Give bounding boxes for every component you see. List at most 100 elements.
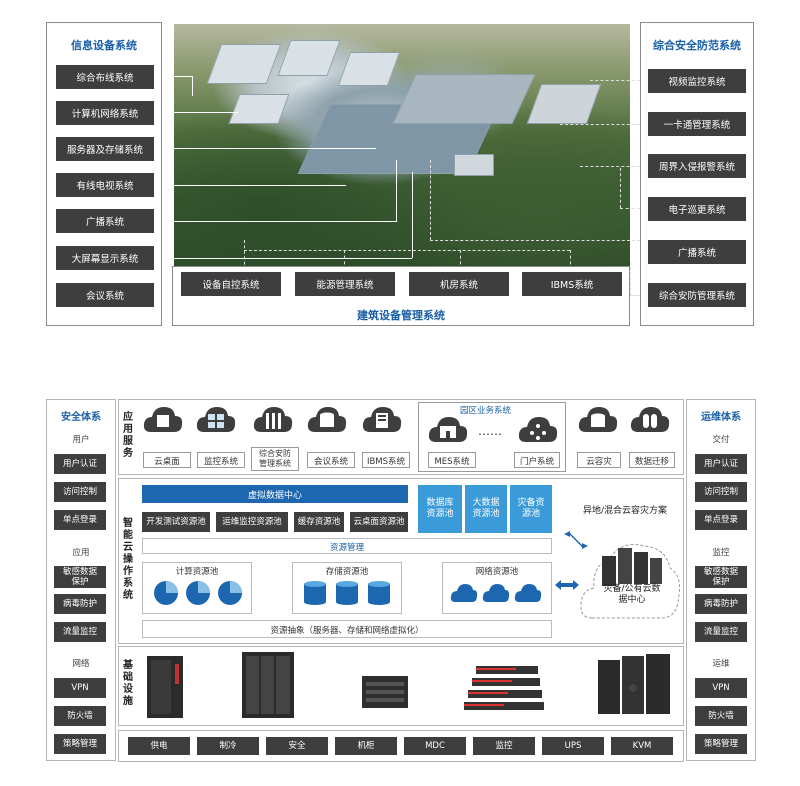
antivirus-button[interactable]: 病毒防护 [54, 594, 106, 614]
power-button[interactable]: 供电 [128, 737, 190, 755]
ellipsis: …… [478, 424, 502, 438]
row-label: 基础设施 [123, 660, 133, 707]
data-protection-button[interactable]: 敏感数据保护 [695, 566, 747, 588]
firewall-button[interactable]: 防火墙 [54, 706, 106, 726]
leader-line [156, 185, 346, 186]
leader-line [412, 172, 413, 258]
server-storage-button[interactable]: 服务器及存储系统 [56, 137, 154, 161]
app-label-box: MES系统 [428, 452, 476, 468]
policy-mgmt-button[interactable]: 策略管理 [54, 734, 106, 754]
panel-title: 综合安全防范系统 [653, 39, 741, 52]
monitoring-icon [196, 407, 236, 432]
app-label-box: 云桌面 [143, 452, 191, 468]
leader-line [192, 76, 193, 96]
cache-pool-button[interactable]: 缓存资源池 [294, 512, 344, 532]
leader-line [580, 166, 640, 167]
ibms-button[interactable]: IBMS系统 [522, 272, 622, 296]
vpn-button[interactable]: VPN [695, 678, 747, 698]
app-label: MES系统 [434, 457, 470, 467]
monitor-button[interactable]: 监控 [473, 737, 535, 755]
mdc-button[interactable]: MDC [404, 737, 466, 755]
office-building [228, 94, 290, 124]
kvm-button[interactable]: KVM [611, 737, 673, 755]
leader-line [620, 208, 640, 209]
broadcast-button[interactable]: 广播系统 [56, 209, 154, 233]
database-pool[interactable]: 数据库资源池 [418, 485, 462, 533]
leader-line [244, 250, 570, 251]
resource-abstraction-bar[interactable]: 资源抽象（服务器、存储和网络虚拟化） [142, 620, 552, 638]
user-auth-button[interactable]: 用户认证 [54, 454, 106, 474]
row-label: 智能云操作系统 [123, 518, 133, 601]
app-label-box: 门户系统 [514, 452, 560, 468]
app-label: 会议系统 [313, 457, 348, 467]
leader-line [620, 168, 621, 208]
cloud-desktop-icon [143, 407, 183, 432]
card-system-button[interactable]: 一卡通管理系统 [648, 112, 746, 136]
section-label: 用户 [72, 435, 90, 445]
app-label: 数据迁移 [634, 457, 669, 467]
office-building [526, 84, 602, 124]
security-button[interactable]: 安全 [266, 737, 328, 755]
column-title: 运维体系 [701, 412, 741, 423]
policy-mgmt-button[interactable]: 策略管理 [695, 734, 747, 754]
data-protection-button[interactable]: 敏感数据保护 [54, 566, 106, 588]
ups-button[interactable]: UPS [542, 737, 604, 755]
sync-arrow-icon [555, 580, 579, 590]
cable-tv-button[interactable]: 有线电视系统 [56, 173, 154, 197]
leader-line [560, 124, 640, 125]
resource-mgmt-label: 资源管理 [329, 543, 364, 553]
energy-mgmt-button[interactable]: 能源管理系统 [295, 272, 395, 296]
cloud-desktop-pool-button[interactable]: 云桌面资源池 [350, 512, 408, 532]
cabling-system-button[interactable]: 综合布线系统 [56, 65, 154, 89]
user-auth-button[interactable]: 用户认证 [695, 454, 747, 474]
broadcast-button[interactable]: 广播系统 [648, 240, 746, 264]
equipment-control-button[interactable]: 设备自控系统 [181, 272, 281, 296]
app-label: 综合安防管理系统 [259, 449, 291, 468]
perimeter-alarm-button[interactable]: 周界入侵报警系统 [648, 154, 746, 178]
cabinet-button[interactable]: 机柜 [335, 737, 397, 755]
app-label: 云桌面 [154, 457, 180, 467]
app-label: 云容灾 [586, 457, 612, 467]
ops-monitor-pool-button[interactable]: 运维监控资源池 [216, 512, 288, 532]
app-label-box: 监控系统 [197, 452, 245, 468]
antivirus-button[interactable]: 病毒防护 [695, 594, 747, 614]
blade-servers-icon [464, 666, 544, 710]
firewall-button[interactable]: 防火墙 [695, 706, 747, 726]
bigdata-pool[interactable]: 大数据资源池 [465, 485, 507, 533]
leader-line [156, 258, 412, 259]
pool-label: 网络资源池 [475, 567, 519, 577]
dev-test-pool-button[interactable]: 开发测试资源池 [142, 512, 210, 532]
sso-button[interactable]: 单点登录 [54, 510, 106, 530]
leader-line [156, 221, 396, 222]
compute-pie-icons [154, 581, 242, 605]
app-label-box: 数据迁移 [629, 452, 675, 468]
security-mgmt-icon [253, 407, 293, 432]
app-label-box: 综合安防管理系统 [251, 447, 299, 471]
sso-button[interactable]: 单点登录 [695, 510, 747, 530]
traffic-monitor-button[interactable]: 流量监控 [695, 622, 747, 642]
big-screen-button[interactable]: 大屏幕显示系统 [56, 246, 154, 270]
traffic-monitor-button[interactable]: 流量监控 [54, 622, 106, 642]
leader-line [396, 160, 397, 222]
dr-datacenter-label: 灾备/公有云数据中心 [603, 584, 661, 605]
conference-icon [307, 407, 347, 432]
virtual-datacenter-bar[interactable]: 虚拟数据中心 [142, 485, 408, 503]
leader-line [156, 112, 238, 113]
network-system-button[interactable]: 计算机网络系统 [56, 101, 154, 125]
resource-mgmt-bar[interactable]: 资源管理 [142, 538, 552, 554]
section-label: 应用 [72, 548, 90, 558]
resource-abstraction-label: 资源抽象（服务器、存储和网络虚拟化） [270, 626, 424, 636]
patrol-button[interactable]: 电子巡更系统 [648, 197, 746, 221]
access-control-button[interactable]: 访问控制 [54, 482, 106, 502]
vpn-button[interactable]: VPN [54, 678, 106, 698]
dr-pool[interactable]: 灾备资源池 [510, 485, 552, 533]
conference-button[interactable]: 会议系统 [56, 283, 154, 307]
leader-line [430, 160, 431, 240]
security-mgmt-button[interactable]: 综合安防管理系统 [648, 283, 746, 307]
video-surveillance-button[interactable]: 视频监控系统 [648, 69, 746, 93]
cooling-button[interactable]: 制冷 [197, 737, 259, 755]
access-control-button[interactable]: 访问控制 [695, 482, 747, 502]
machine-room-button[interactable]: 机房系统 [409, 272, 509, 296]
panel-title: 信息设备系统 [71, 39, 137, 52]
app-label: 门户系统 [519, 457, 554, 467]
